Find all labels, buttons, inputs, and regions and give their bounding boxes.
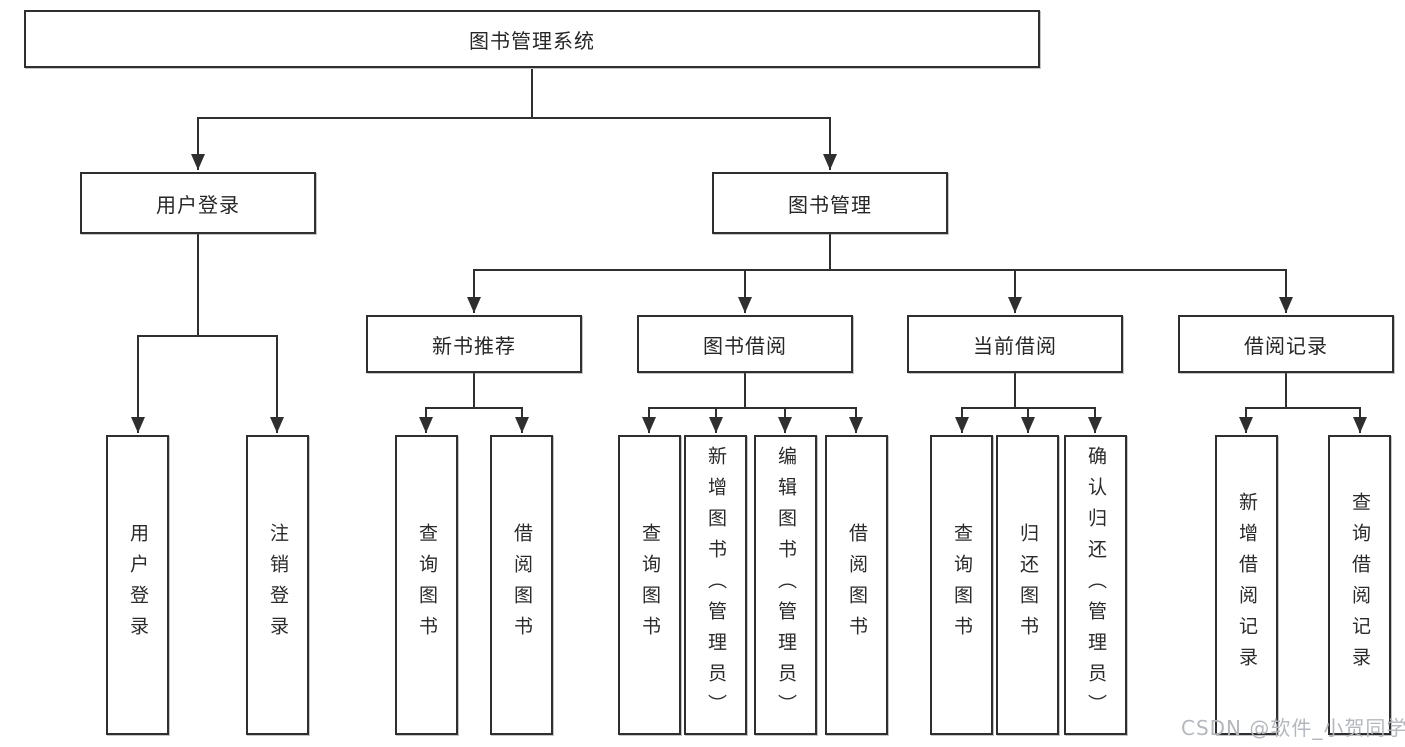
leaf-borrow-books: 借阅图书 — [825, 435, 888, 735]
leaf-query-books-current-label: 查询图书 — [951, 523, 973, 647]
leaf-query-books-new: 查询图书 — [395, 435, 458, 735]
leaf-return-books: 归还图书 — [996, 435, 1059, 735]
node-current-borrow: 当前借阅 — [907, 315, 1123, 373]
leaf-edit-books-admin-label: 编辑图书（管理员） — [775, 445, 797, 725]
leaf-query-books-borrow: 查询图书 — [618, 435, 681, 735]
leaf-add-borrow-record: 新增借阅记录 — [1215, 435, 1278, 735]
leaf-borrow-books-new-label: 借阅图书 — [511, 523, 533, 647]
node-book-borrow: 图书借阅 — [637, 315, 853, 373]
node-book-mgmt: 图书管理 — [712, 172, 948, 234]
leaf-user-login: 用户登录 — [106, 435, 169, 735]
leaf-query-books-new-label: 查询图书 — [416, 523, 438, 647]
csdn-watermark: CSDN @软件_小贺同学 — [1181, 716, 1405, 740]
leaf-add-borrow-record-label: 新增借阅记录 — [1236, 492, 1258, 678]
leaf-query-borrow-record: 查询借阅记录 — [1328, 435, 1391, 735]
leaf-logout-login-label: 注销登录 — [267, 523, 289, 647]
leaf-query-borrow-record-label: 查询借阅记录 — [1349, 492, 1371, 678]
leaf-borrow-books-new: 借阅图书 — [490, 435, 553, 735]
leaf-logout-login: 注销登录 — [246, 435, 309, 735]
node-borrow-records: 借阅记录 — [1178, 315, 1394, 373]
leaf-return-books-label: 归还图书 — [1017, 523, 1039, 647]
leaf-confirm-return-admin-label: 确认归还（管理员） — [1085, 445, 1107, 725]
leaf-borrow-books-label: 借阅图书 — [846, 523, 868, 647]
leaf-user-login-label: 用户登录 — [127, 523, 149, 647]
leaf-add-books-admin: 新增图书（管理员） — [684, 435, 747, 735]
node-user-login: 用户登录 — [80, 172, 316, 234]
leaf-query-books-current: 查询图书 — [930, 435, 993, 735]
node-root: 图书管理系统 — [24, 10, 1040, 68]
leaf-edit-books-admin: 编辑图书（管理员） — [754, 435, 817, 735]
leaf-add-books-admin-label: 新增图书（管理员） — [705, 445, 727, 725]
leaf-query-books-borrow-label: 查询图书 — [639, 523, 661, 647]
leaf-confirm-return-admin: 确认归还（管理员） — [1064, 435, 1127, 735]
node-new-books: 新书推荐 — [366, 315, 582, 373]
